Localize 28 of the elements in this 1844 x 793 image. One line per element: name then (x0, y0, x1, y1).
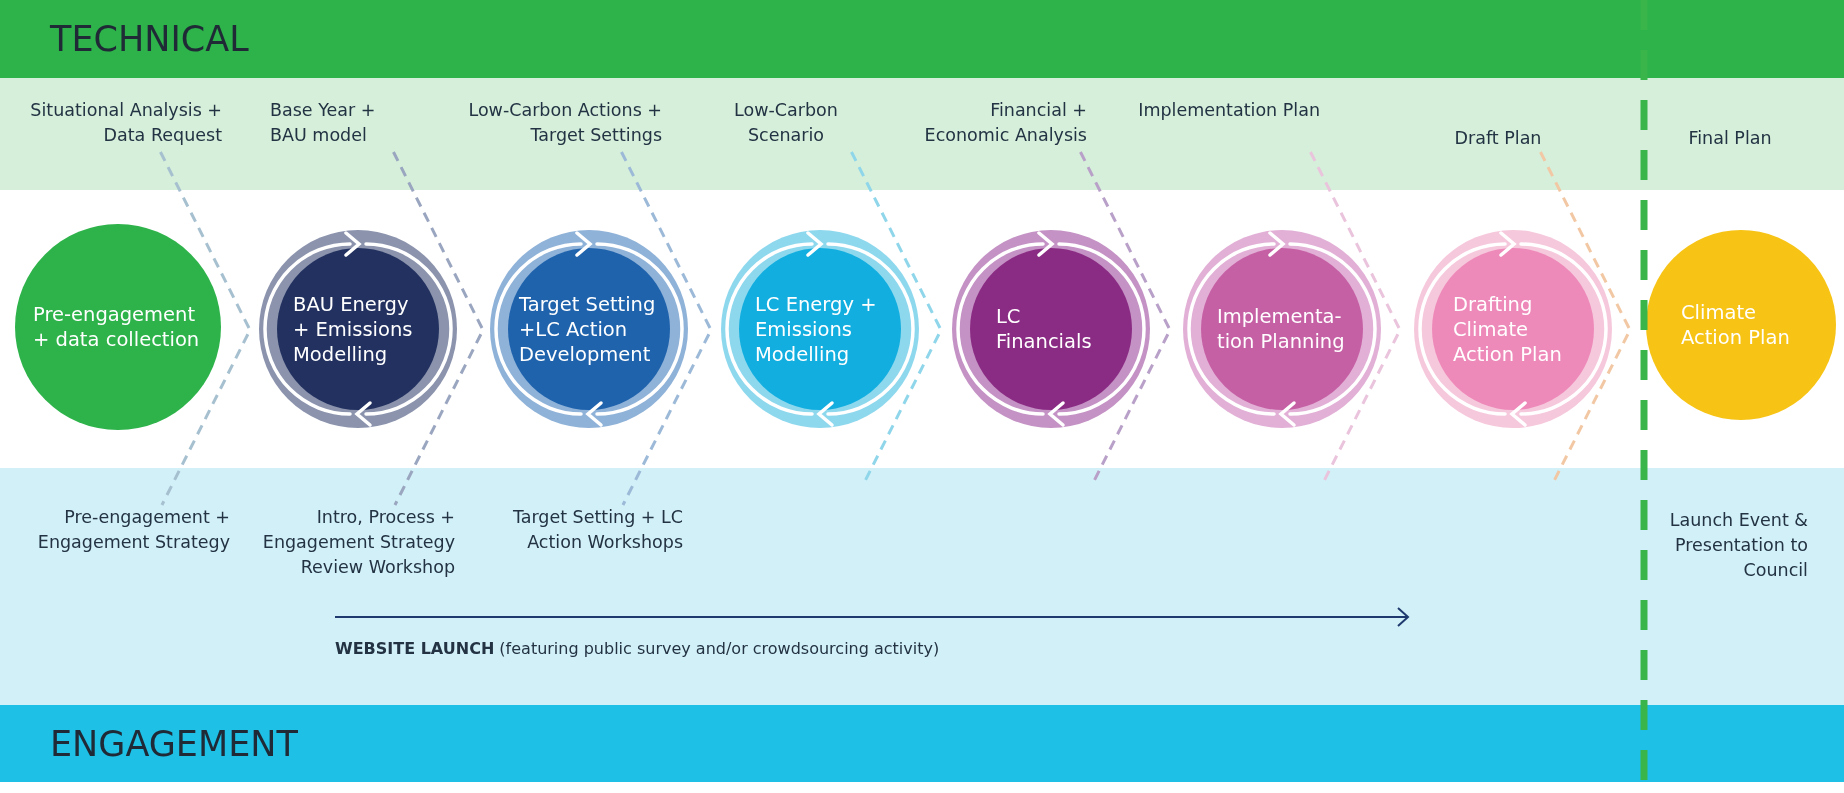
activity-label: Launch Event & Presentation to Council (1668, 509, 1808, 582)
phase-band: TECHNICAL (0, 0, 1844, 78)
phase-band: ENGAGEMENT (0, 705, 1844, 782)
output-label: Financial + Economic Analysis (900, 98, 1087, 152)
stage-circle (15, 224, 221, 430)
output-label: Base Year + BAU model (270, 98, 400, 152)
output-label: Low-Carbon Actions + Target Settings (430, 98, 662, 152)
output-label: Situational Analysis + Data Request (20, 98, 222, 152)
website-launch-note: WEBSITE LAUNCH (featuring public survey and/or crowdsourcing activity) (335, 638, 941, 660)
chevron-line (159, 151, 252, 506)
stage-circle (1646, 230, 1836, 420)
stage-text: LC Financials (996, 304, 1093, 354)
output-label: Final Plan (1687, 127, 1773, 150)
stage-text: Pre-engagement + data collection (33, 302, 201, 352)
activity-label: Pre-engagement + Engagement Strategy (20, 505, 230, 559)
activity-label: Intro, Process + Engagement Strategy Review Workshop (250, 505, 455, 583)
output-label: Draft Plan (1440, 126, 1556, 152)
chevron-line (620, 151, 713, 506)
output-label: Low-Carbon Scenario (716, 98, 856, 152)
chevron-line (392, 151, 485, 506)
stage-text: LC Energy + Emissions Modelling (755, 291, 878, 367)
stage-text: Drafting Climate Action Plan (1453, 291, 1563, 367)
stage-text: Target Setting +LC Action Development (519, 291, 657, 367)
activity-label: Target Setting + LC Action Workshops (480, 505, 683, 559)
stage-text: BAU Energy + Emissions Modelling (293, 291, 414, 367)
output-label: Implementation Plan (1130, 98, 1320, 152)
stage-text: Climate Action Plan (1681, 300, 1791, 350)
stage-text: Implementa-tion Planning (1217, 304, 1346, 354)
